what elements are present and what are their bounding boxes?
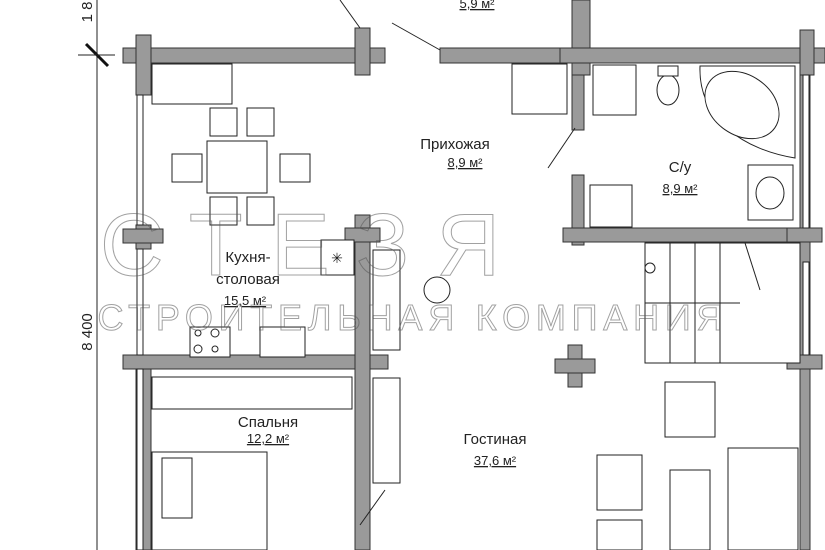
- bathroom-fixtures: [511, 63, 796, 228]
- room-name-bathroom: С/у: [669, 159, 692, 176]
- room-name-kitchen-2: столовая: [216, 271, 280, 288]
- windows: [136, 74, 810, 550]
- room-name-kitchen: Кухня-: [225, 249, 270, 266]
- room-name-bedroom: Спальня: [238, 414, 298, 431]
- kitchen-furniture: ✳: [151, 63, 355, 358]
- room-area-kitchen: 15,5 м²: [224, 293, 267, 308]
- room-area-bathroom: 8,9 м²: [663, 181, 699, 196]
- dimension-line: [78, 0, 115, 550]
- room-area-living: 37,6 м²: [474, 453, 517, 468]
- room-area-hall: 8,9 м²: [448, 155, 484, 170]
- watermark-brand: СТЕЗЯ: [100, 195, 500, 294]
- dimension-top: 1 8: [79, 2, 96, 23]
- living-furniture: [151, 249, 799, 550]
- doors: [339, 0, 576, 526]
- room-area-bedroom: 12,2 м²: [247, 431, 290, 446]
- svg-text:✳: ✳: [331, 250, 343, 266]
- dimension-total: 8 400: [79, 313, 96, 351]
- watermark-tagline: СТРОИТЕЛЬНАЯ КОМПАНИЯ: [98, 297, 723, 338]
- room-area-top: 5,9 м²: [460, 0, 496, 11]
- staircase: [644, 242, 801, 364]
- room-name-hall: Прихожая: [420, 136, 490, 153]
- room-name-living: Гостиная: [464, 431, 527, 448]
